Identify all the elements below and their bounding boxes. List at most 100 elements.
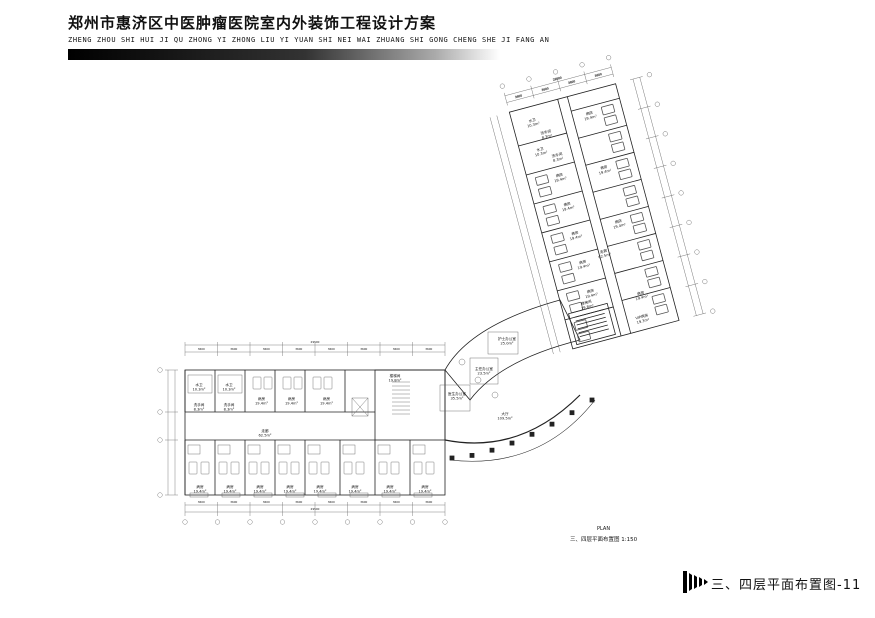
axis-bubble (312, 519, 318, 525)
bed-fixture (629, 212, 645, 224)
room-nurse-office-name: 护士办公室 (498, 336, 516, 341)
room-left-ward-bottom-7-area: 19.4m² (419, 490, 433, 494)
axis-bubble (686, 219, 692, 225)
bed-fixture (200, 461, 210, 475)
stair-tread (579, 328, 609, 337)
left-dim-top-bay-text: 3600 (230, 347, 237, 351)
room-right-vip-area: 19.3m² (636, 317, 650, 324)
room-left-ward-bottom-1-area: 19.4m² (224, 490, 238, 494)
axis-bubble (526, 76, 532, 82)
stair-tread (577, 320, 607, 330)
right-dim-total-text: 29500 (552, 76, 562, 82)
right-dim-vtick (693, 312, 707, 317)
left-window (253, 492, 273, 498)
bed-fixture (282, 376, 292, 390)
right-dim-bay-text: 3600 (594, 72, 602, 78)
room-left-ward-bottom-3-name: 病房 (286, 484, 294, 489)
room-left-wash-1-name: 洗手间 (194, 402, 205, 407)
right-corridor-wall-right (566, 96, 632, 334)
room-right-wash-2-area: 8.3m² (553, 156, 565, 163)
left-window (317, 492, 337, 498)
axis-bubble (579, 62, 585, 68)
bed-fixture (542, 203, 557, 215)
bed-fixture (390, 461, 400, 475)
axis-bubble (345, 519, 351, 525)
sheet-title-pinyin: ZHENG ZHOU SHI HUI JI QU ZHONG YI ZHONG … (68, 36, 550, 44)
bath-pod (307, 444, 321, 455)
axis-bubble (214, 519, 220, 525)
left-window (349, 492, 369, 498)
bed-fixture (632, 222, 647, 235)
room-right-stair-area: 19.8m² (581, 303, 595, 310)
room-left-ward-top-2-area: 19.4m² (320, 402, 334, 406)
room-left-ward-bottom-2-area: 19.4m² (254, 490, 268, 494)
left-dim-bottom-bay-text: 3600 (328, 500, 335, 504)
room-right-stair-name: 楼梯间 (580, 298, 592, 306)
axis-bubble (157, 437, 163, 443)
left-stair-core (374, 369, 446, 441)
walls (184, 83, 680, 496)
facade-column (569, 410, 575, 416)
room-left-bath-1-name: 水卫 (195, 382, 203, 387)
bed-fixture (323, 376, 333, 390)
elevator-shaft (351, 397, 369, 417)
left-dim-top-bay-text: 3600 (425, 347, 432, 351)
room-left-ward-bottom-7-name: 病房 (421, 484, 429, 489)
bed-fixture (293, 376, 303, 390)
room-right-bath-1-area: 10.3m² (527, 121, 541, 128)
room-left-ward-bottom-6-area: 19.4m² (384, 490, 398, 494)
bed-fixture (230, 461, 240, 475)
left-dim-top-bay-text: 3600 (263, 347, 270, 351)
bed-fixture (218, 461, 228, 475)
stair-tread (578, 324, 608, 334)
room-left-stair-name: 楼梯间 (390, 373, 401, 378)
bed-fixture (248, 461, 258, 475)
axis-bubble (377, 519, 383, 525)
bath-pod (412, 444, 426, 455)
room-director-office-area: 23.5m² (478, 372, 492, 376)
left-dim-top-bay-text: 3600 (393, 347, 400, 351)
room-right-corridor-name: 走廊 (599, 248, 608, 255)
room-right-ward-right-0-area: 19.4m² (584, 114, 598, 121)
axis-bubble (654, 101, 660, 107)
room-left-ward-bottom-0-area: 19.4m² (194, 490, 208, 494)
room-left-wash-2-name: 洗手间 (224, 402, 235, 407)
plan-label: PLAN (597, 526, 611, 532)
right-dim-tick (557, 78, 561, 92)
right-dim-tick (530, 85, 535, 99)
bed-fixture (308, 461, 318, 475)
axis-bubble (670, 160, 676, 166)
bed-fixture (615, 157, 630, 170)
right-left-partition (549, 248, 598, 263)
bed-fixture (290, 461, 300, 475)
room-left-corridor-name: 走廊 (261, 428, 269, 433)
room-left-ward-bottom-3-area: 19.4m² (284, 490, 298, 494)
room-right-ward-left-0-area: 19.4m² (554, 176, 568, 183)
stair-tread (574, 309, 604, 318)
left-window (285, 492, 305, 498)
left-dim-bottom-bay-text: 3600 (360, 500, 367, 504)
right-dim-vertical (489, 117, 554, 355)
axis-bubble (410, 519, 416, 525)
right-right-partition (571, 97, 620, 112)
sheet-title-chinese: 郑州市惠济区中医肿瘤医院室内外装饰工程设计方案 (68, 14, 437, 32)
bed-fixture (425, 461, 435, 475)
left-dim-top-total-text: 29500 (311, 340, 320, 344)
bed-fixture (603, 114, 618, 126)
bed-fixture (651, 293, 666, 305)
room-left-wash-1-area: 8.3m² (194, 408, 205, 412)
left-dim-bottom-bay-text: 3600 (198, 500, 205, 504)
axis-bubble (694, 249, 700, 255)
bed-fixture (647, 276, 662, 289)
right-left-partition (557, 277, 606, 292)
axis-bubble (702, 279, 708, 285)
bed-fixture (553, 243, 568, 256)
bath-pod (342, 444, 356, 455)
room-right-bath-1-name: 水卫 (528, 117, 537, 124)
bed-fixture (637, 239, 652, 251)
right-right-partition (621, 287, 671, 301)
lobby-curved-facade (444, 394, 581, 444)
